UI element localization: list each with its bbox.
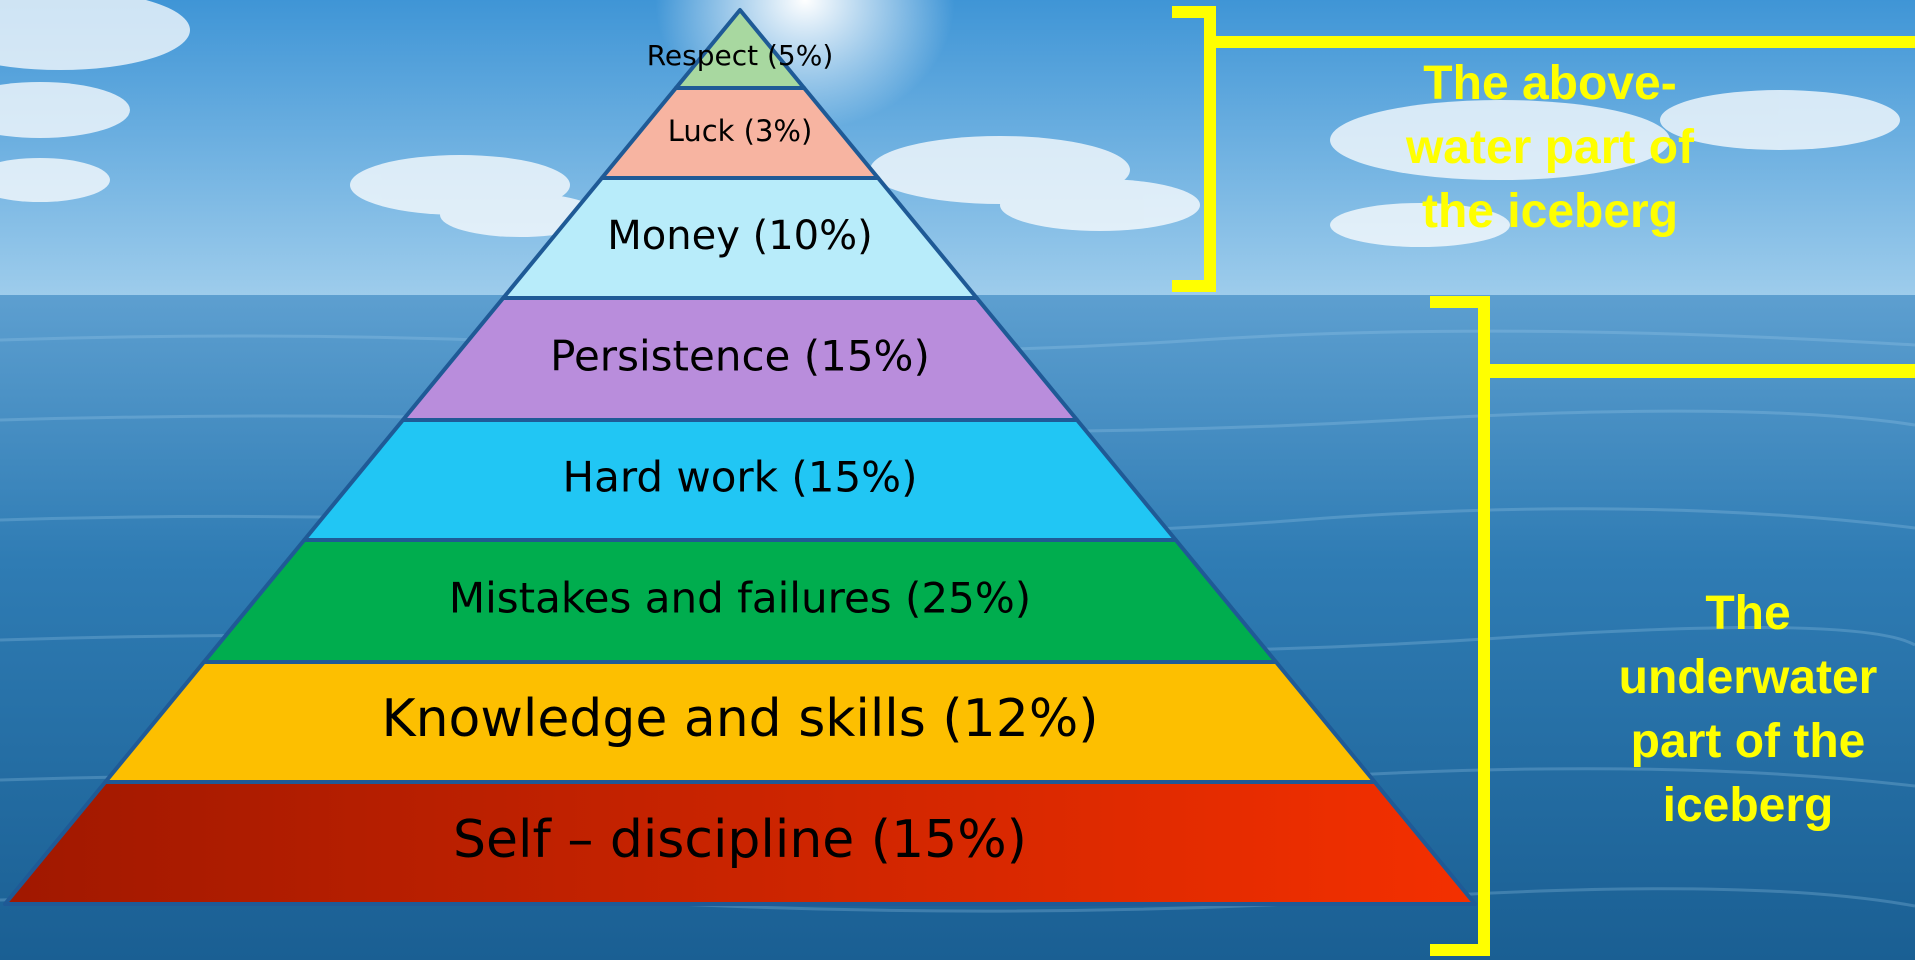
underwater-caption: The underwater part of the iceberg bbox=[1618, 587, 1878, 832]
underwater-bracket-bottom bbox=[1430, 944, 1490, 956]
pyramid-layer-label: Hard work (15%) bbox=[563, 453, 918, 502]
pyramid-layer-label: Mistakes and failures (25%) bbox=[449, 574, 1031, 623]
above-water-pointer-line bbox=[1204, 36, 1915, 48]
pyramid-layer-label: Money (10%) bbox=[607, 213, 872, 259]
pyramid-layer-label: Respect (5%) bbox=[647, 39, 834, 72]
underwater-bracket-vertical bbox=[1478, 296, 1490, 956]
pyramid-layer-label: Persistence (15%) bbox=[550, 332, 930, 381]
pyramid-layer-label: Luck (3%) bbox=[668, 114, 813, 148]
underwater-bracket-top bbox=[1430, 296, 1490, 308]
above-water-caption: The above-water part of the iceberg bbox=[1405, 57, 1695, 238]
above-water-bracket-top bbox=[1172, 6, 1216, 18]
above-water-bracket-vertical bbox=[1204, 6, 1216, 292]
underwater-pointer-line bbox=[1478, 364, 1915, 378]
above-water-bracket-bottom bbox=[1172, 280, 1216, 292]
pyramid-layer-label: Self – discipline (15%) bbox=[453, 810, 1027, 870]
clouds bbox=[0, 0, 1900, 247]
pyramid: Respect (5%) Luck (3%) Money (10%) Persiste… bbox=[3, 8, 1477, 906]
pyramid-layer bbox=[3, 780, 1477, 906]
pyramid-layer-label: Knowledge and skills (12%) bbox=[381, 689, 1098, 749]
